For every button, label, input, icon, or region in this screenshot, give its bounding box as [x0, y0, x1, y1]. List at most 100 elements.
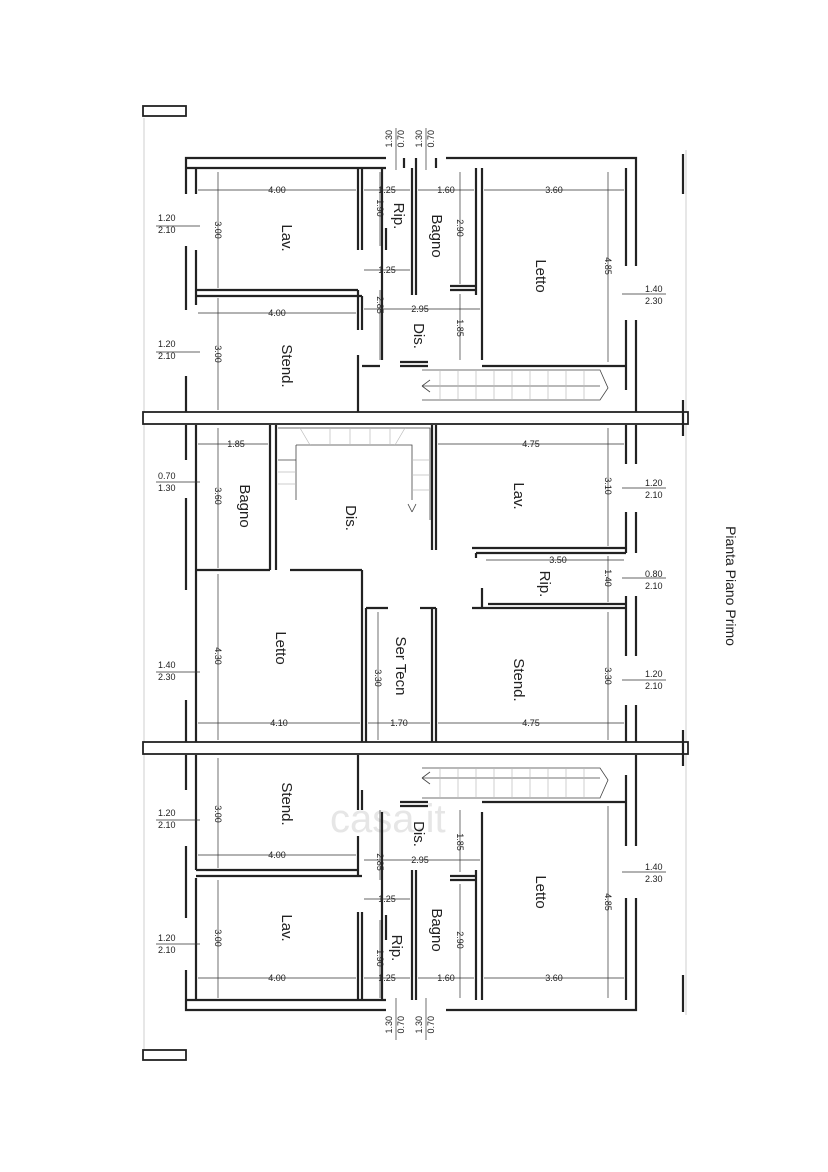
room-top-bagno: Bagno: [428, 214, 445, 257]
dim-text: 3.00: [213, 221, 223, 239]
room-bot-rip: Rip.: [388, 935, 405, 962]
dim-text: 1.25: [378, 894, 396, 904]
dim-text: 4.30: [213, 647, 223, 665]
dim-text: 4.10: [270, 718, 288, 728]
dim-text: 4.85: [603, 257, 613, 275]
dim-text: 3.00: [213, 805, 223, 823]
dim-text: 4.00: [268, 185, 286, 195]
room-mid-letto: Letto: [272, 631, 289, 664]
room-bot-letto: Letto: [532, 875, 549, 908]
terrace-edge-bottom: [142, 1049, 187, 1061]
dim-text: 4.75: [522, 718, 540, 728]
dim-text: 4.85: [603, 893, 613, 911]
watermark: casa.it: [330, 797, 446, 841]
window-label: 0.70: [426, 1016, 436, 1034]
dim-text: 2.95: [411, 304, 429, 314]
window-label: 1.40: [645, 862, 663, 872]
dim-text: 1.25: [378, 185, 396, 195]
dim-text: 3.10: [603, 477, 613, 495]
dim-text: 3.60: [213, 487, 223, 505]
terrace-edge-top: [142, 105, 187, 117]
window-label: 1.30: [414, 1016, 424, 1034]
dim-text: 2.90: [455, 219, 465, 237]
window-label: 2.30: [645, 296, 663, 306]
room-top-lav: Lav.: [278, 224, 295, 251]
window-label: 2.10: [645, 490, 663, 500]
window-label: 1.30: [384, 130, 394, 148]
window-label: 0.70: [158, 471, 176, 481]
window-label: 2.30: [158, 672, 176, 682]
dim-text: 1.90: [375, 949, 385, 967]
dim-text: 4.00: [268, 973, 286, 983]
dim-text: 4.00: [268, 308, 286, 318]
window-label: 1.20: [158, 808, 176, 818]
window-label: 0.70: [396, 1016, 406, 1034]
dim-text: 1.85: [227, 439, 245, 449]
dim-text: 2.85: [375, 296, 385, 314]
dim-text: 4.75: [522, 439, 540, 449]
window-label: 1.20: [158, 933, 176, 943]
top-unit-walls: [196, 168, 626, 412]
dim-text: 1.70: [390, 718, 408, 728]
dim-text: 1.85: [455, 833, 465, 851]
bottom-unit-walls: [196, 755, 626, 1000]
dim-text: 1.85: [455, 319, 465, 337]
dim-text: 2.95: [411, 855, 429, 865]
room-bot-lav: Lav.: [278, 914, 295, 941]
window-label: 0.70: [426, 130, 436, 148]
window-label: 2.10: [158, 225, 176, 235]
dim-text: 3.60: [545, 185, 563, 195]
room-top-stend: Stend.: [278, 344, 295, 387]
room-top-rip: Rip.: [390, 203, 407, 230]
dim-text: 2.90: [455, 931, 465, 949]
window-label: 1.20: [158, 213, 176, 223]
room-mid-rip: Rip.: [536, 571, 553, 598]
dimension-lines: [156, 128, 666, 1040]
room-top-letto: Letto: [532, 259, 549, 292]
room-bot-stend: Stend.: [278, 782, 295, 825]
window-label: 2.10: [158, 820, 176, 830]
room-mid-bagno: Bagno: [236, 484, 253, 527]
window-label: 0.80: [645, 569, 663, 579]
dim-text: 3.30: [373, 669, 383, 687]
dim-text: 3.50: [549, 555, 567, 565]
window-label: 1.30: [414, 130, 424, 148]
plan-title: Pianta Piano Primo: [723, 526, 739, 646]
window-label: 1.30: [158, 483, 176, 493]
dim-text: 1.25: [378, 265, 396, 275]
outer-walls: [142, 154, 689, 1012]
window-label: 1.30: [384, 1016, 394, 1034]
dim-text: 1.60: [437, 185, 455, 195]
dimension-labels: 4.00 3.00 1.25 1.90 1.25 1.60 2.90 3.60 …: [213, 185, 613, 983]
room-labels: Lav. Stend. Rip. Bagno Letto Dis. Bagno …: [236, 203, 553, 962]
dim-text: 1.25: [378, 973, 396, 983]
room-mid-lav: Lav.: [510, 482, 527, 509]
window-label: 1.40: [158, 660, 176, 670]
window-label: 1.20: [645, 478, 663, 488]
middle-unit-walls: [196, 425, 626, 742]
dim-text: 3.30: [603, 667, 613, 685]
window-label: 1.20: [158, 339, 176, 349]
room-bot-bagno: Bagno: [428, 908, 445, 951]
dim-text: 1.90: [375, 199, 385, 217]
dim-text: 3.60: [545, 973, 563, 983]
dim-text: 1.40: [603, 569, 613, 587]
dim-text: 1.60: [437, 973, 455, 983]
window-label: 2.10: [645, 581, 663, 591]
watermark-text: casa.it: [330, 797, 446, 841]
window-label: 2.30: [645, 874, 663, 884]
window-label: 1.40: [645, 284, 663, 294]
dim-text: 2.85: [375, 853, 385, 871]
dim-text: 3.00: [213, 929, 223, 947]
window-label: 2.10: [158, 351, 176, 361]
window-labels: 1.20 2.10 1.20 2.10 0.70 1.30 1.40 2.30 …: [158, 130, 663, 1034]
room-mid-dis: Dis.: [342, 505, 359, 531]
dim-text: 4.00: [268, 850, 286, 860]
window-label: 2.10: [158, 945, 176, 955]
window-label: 2.10: [645, 681, 663, 691]
window-label: 0.70: [396, 130, 406, 148]
room-bot-dis: Dis.: [410, 821, 427, 847]
dim-text: 3.00: [213, 345, 223, 363]
window-label: 1.20: [645, 669, 663, 679]
